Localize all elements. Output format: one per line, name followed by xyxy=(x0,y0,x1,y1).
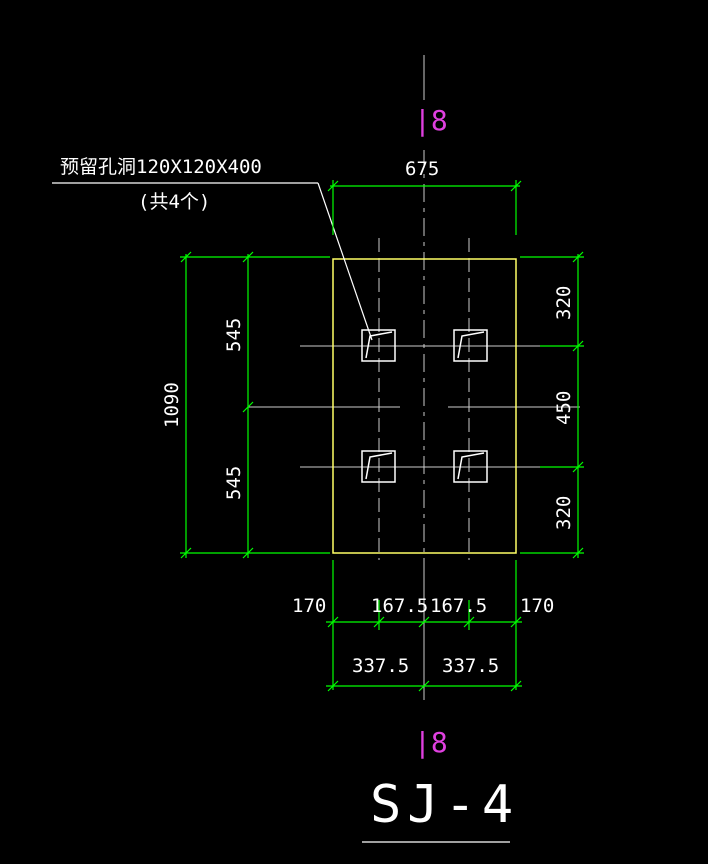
axis-label-bottom: |8 xyxy=(414,726,448,759)
reserved-hole-note: 预留孔洞120X120X400 xyxy=(60,156,262,178)
dim-bottom-half-right: 337.5 xyxy=(442,655,499,677)
dimension-lines xyxy=(180,180,584,692)
dim-right-top: 320 xyxy=(553,286,575,320)
pile-cap-outline xyxy=(332,258,517,554)
reserved-hole xyxy=(453,450,488,483)
reserved-hole xyxy=(361,450,396,483)
dim-bottom-mid-right: 167.5 xyxy=(430,595,487,617)
reserved-holes xyxy=(361,329,488,483)
dim-top-width: 675 xyxy=(405,158,439,180)
note-leader xyxy=(52,182,373,341)
reserved-hole-count: (共4个) xyxy=(138,191,210,213)
dim-bottom-edge-left: 170 xyxy=(292,595,326,617)
dim-left-lower: 545 xyxy=(223,466,245,500)
drawing-title: SJ-4 xyxy=(370,775,519,835)
center-lines xyxy=(248,55,580,700)
dim-bottom-half-left: 337.5 xyxy=(352,655,409,677)
dim-left-upper: 545 xyxy=(223,318,245,352)
axis-label-top: |8 xyxy=(414,104,448,137)
dim-left-total: 1090 xyxy=(161,382,183,428)
dim-right-bottom: 320 xyxy=(553,496,575,530)
dim-bottom-edge-right: 170 xyxy=(520,595,554,617)
reserved-hole xyxy=(453,329,488,362)
dim-right-mid: 450 xyxy=(553,391,575,425)
dim-bottom-mid-left: 167.5 xyxy=(371,595,428,617)
